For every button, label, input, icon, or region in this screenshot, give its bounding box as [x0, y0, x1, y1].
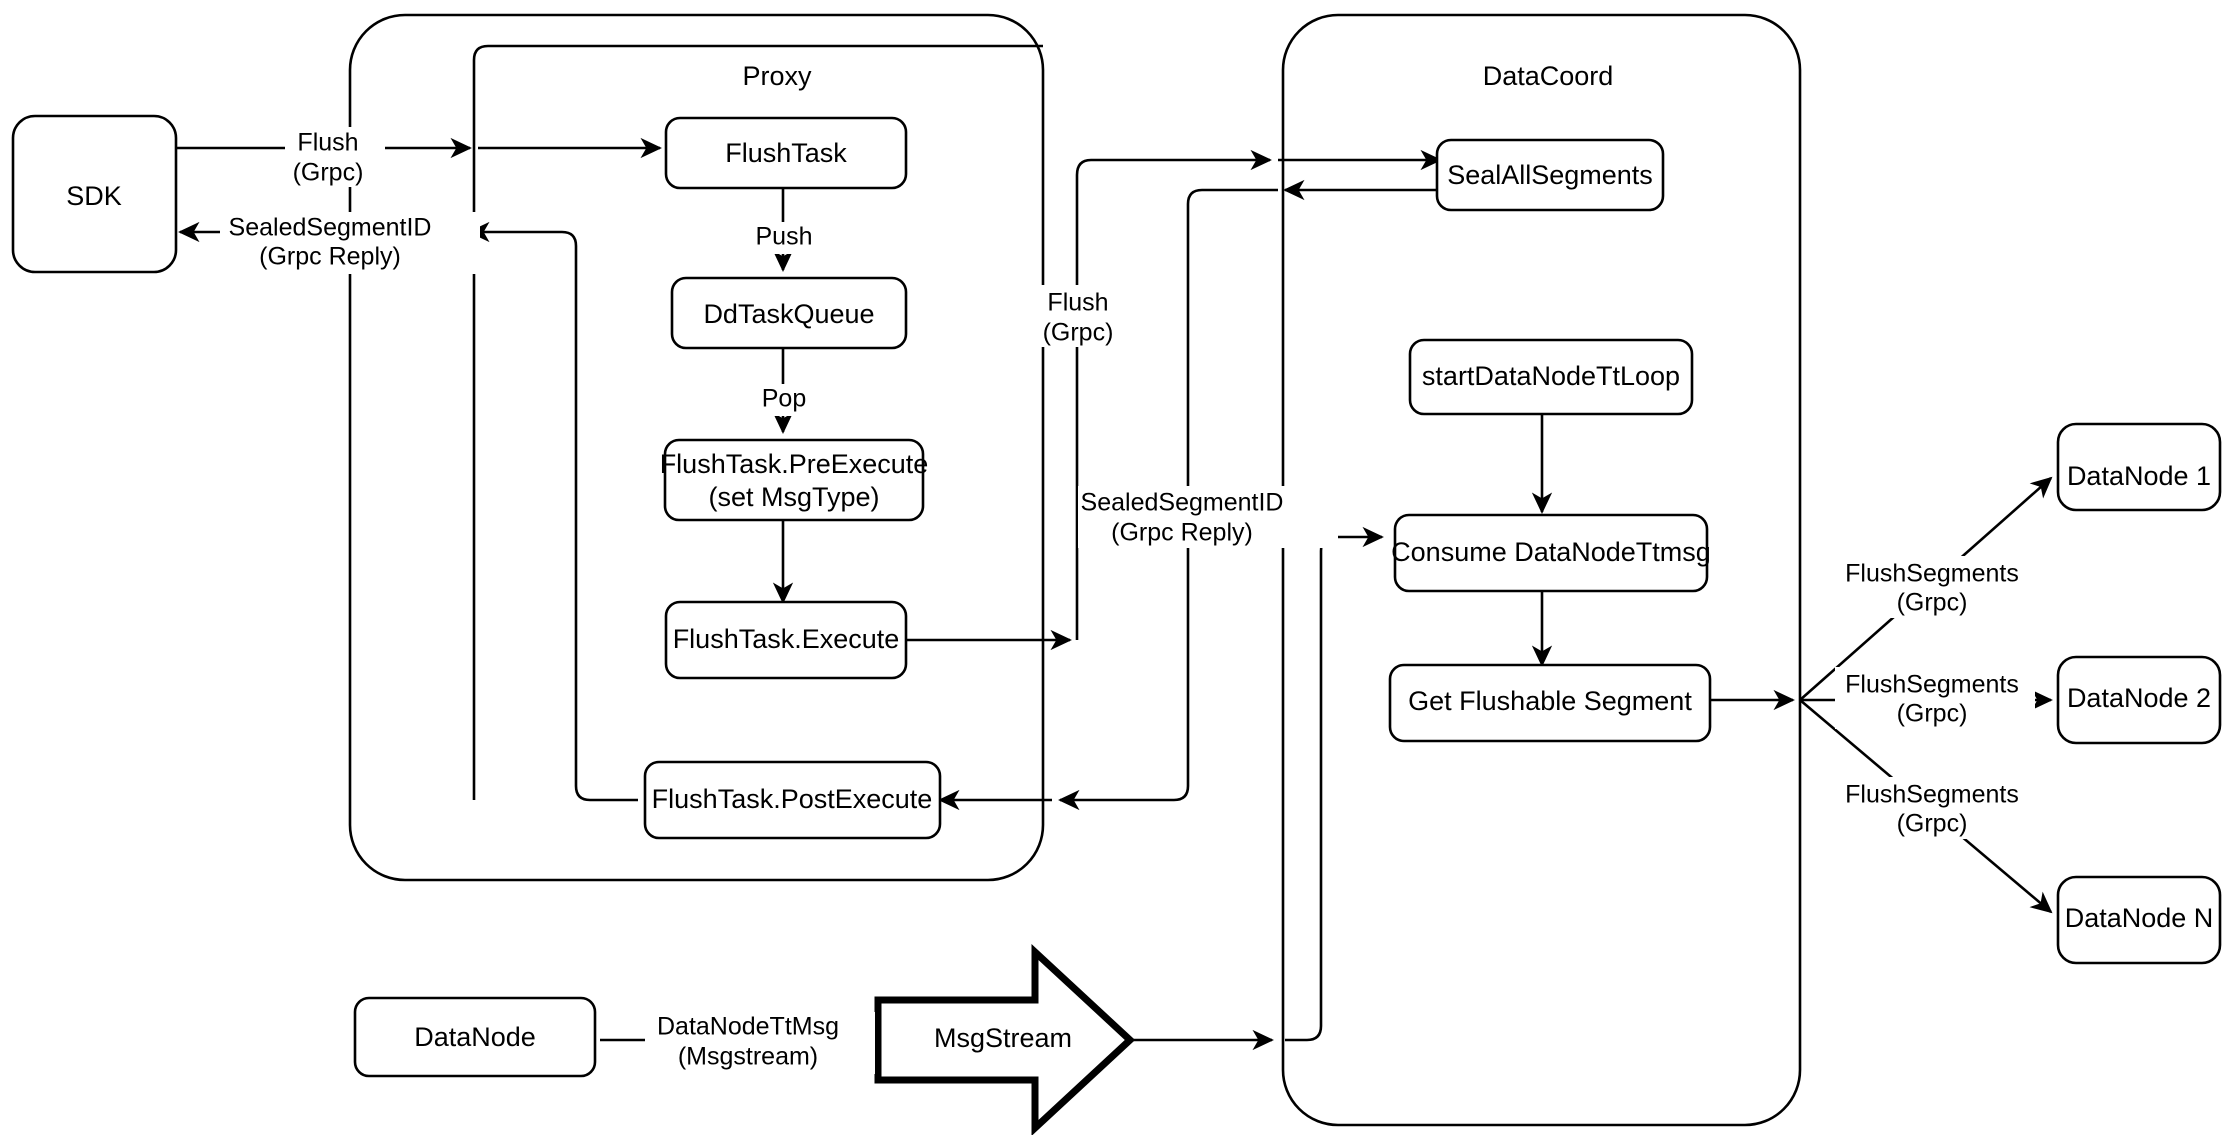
edge-label-push: Push: [756, 223, 813, 251]
node-datanode-n-label: DataNode N: [2065, 903, 2214, 933]
node-flushtask-postexecute[interactable]: [643, 760, 942, 840]
edge-label-flushsegments-1-line2: (Grpc): [1897, 589, 1968, 617]
node-ddtaskqueue[interactable]: [670, 276, 908, 350]
node-ddtaskqueue-label: DdTaskQueue: [703, 299, 874, 329]
node-sdk[interactable]: [11, 114, 178, 274]
edge-label-pop: Pop: [762, 385, 806, 413]
node-flushtask[interactable]: [664, 116, 908, 190]
edge-label-sealedsegmentid-line1: SealedSegmentID: [229, 214, 432, 242]
node-datanode-source-label: DataNode: [414, 1022, 536, 1052]
node-flushtask-preexecute-label-line2: (set MsgType): [708, 482, 879, 512]
node-startdatanodettloop[interactable]: [1408, 338, 1694, 416]
edge-label-proxy-to-coord-flush-line1: Flush: [1047, 289, 1108, 317]
edge-label-coord-to-proxy-sealedsegmentid-line2: (Grpc Reply): [1111, 519, 1253, 547]
node-msgstream[interactable]: [874, 943, 1136, 1135]
node-flushtask-execute[interactable]: [664, 600, 908, 680]
node-get-flushable-segment-label: Get Flushable Segment: [1408, 686, 1692, 716]
edge-label-flush-grpc-line2: (Grpc): [293, 159, 364, 187]
edge-label-coord-to-proxy-sealedsegmentid-line1: SealedSegmentID: [1081, 489, 1284, 517]
edge-label-flushsegments-2-line2: (Grpc): [1897, 700, 1968, 728]
node-consume-datanodettmsg-label: Consume DataNodeTtmsg: [1391, 537, 1711, 567]
edge-label-flushsegments-1-line1: FlushSegments: [1845, 560, 2019, 588]
node-sealallsegments-label: SealAllSegments: [1447, 160, 1653, 190]
node-flushtask-postexecute-label: FlushTask.PostExecute: [652, 784, 933, 814]
edge-label-flushsegments-2-line1: FlushSegments: [1845, 671, 2019, 699]
node-datanode-2-label: DataNode 2: [2067, 683, 2211, 713]
node-datanode-1[interactable]: [2056, 422, 2222, 512]
node-sdk-label: SDK: [66, 181, 122, 211]
node-get-flushable-segment[interactable]: [1388, 663, 1712, 743]
node-datanode-source[interactable]: [353, 996, 597, 1078]
edge-label-datanodettmsg-line2: (Msgstream): [678, 1043, 818, 1071]
node-flushtask-preexecute-label-line1: FlushTask.PreExecute: [660, 449, 929, 479]
node-datanode-2[interactable]: [2056, 655, 2222, 745]
node-startdatanodettloop-label: startDataNodeTtLoop: [1422, 361, 1680, 391]
edge-proxy-top-routing: [472, 44, 1043, 800]
edge-label-proxy-to-coord-flush-line2: (Grpc): [1043, 319, 1114, 347]
edge-postexecute-return-path: [468, 221, 638, 802]
node-flushtask-preexecute[interactable]: [663, 438, 925, 522]
edge-flush-grpc-rail-to-sealallsegments: [1075, 149, 1272, 640]
edge-label-flush-grpc-line1: Flush: [297, 129, 358, 157]
node-datanode-n[interactable]: [2056, 875, 2222, 965]
node-sealallsegments[interactable]: [1435, 138, 1665, 212]
node-flushtask-label: FlushTask: [725, 138, 847, 168]
node-datanode-1-label: DataNode 1: [2067, 461, 2211, 491]
node-consume-datanodettmsg[interactable]: [1393, 513, 1709, 593]
edge-label-flushsegments-n-line1: FlushSegments: [1845, 781, 2019, 809]
edge-label-flushsegments-n-line2: (Grpc): [1897, 810, 1968, 838]
edge-label-datanodettmsg-line1: DataNodeTtMsg: [657, 1013, 839, 1041]
proxy-container-title: Proxy: [742, 61, 812, 91]
node-msgstream-label: MsgStream: [934, 1023, 1072, 1053]
datacoord-container-title: DataCoord: [1483, 61, 1614, 91]
edge-label-sealedsegmentid-line2: (Grpc Reply): [259, 243, 401, 271]
node-flushtask-execute-label: FlushTask.Execute: [673, 624, 900, 654]
